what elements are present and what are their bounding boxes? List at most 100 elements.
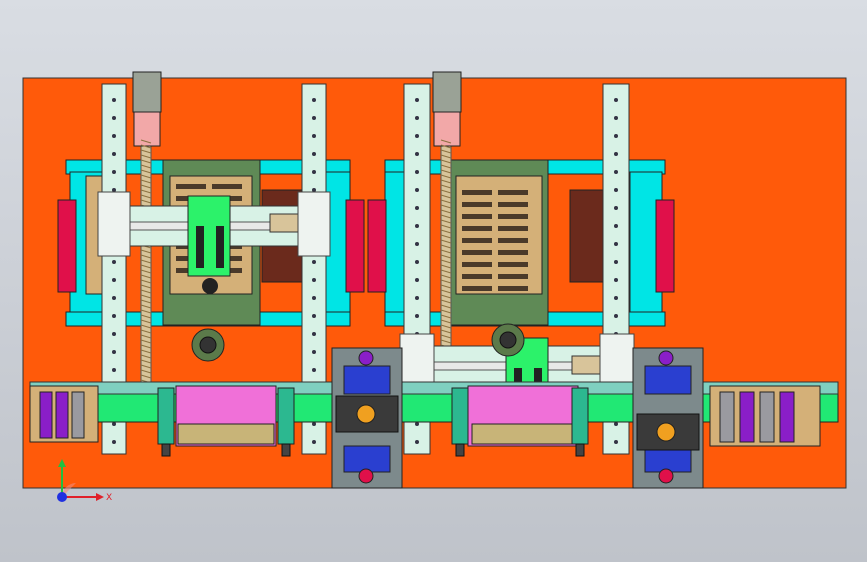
screw-thread xyxy=(440,314,452,319)
tray-slot xyxy=(462,250,492,255)
rail-hole xyxy=(312,440,316,444)
screw-thread xyxy=(140,339,152,344)
screw-thread xyxy=(140,199,152,204)
rail-hole xyxy=(415,260,419,264)
tray-slot xyxy=(498,238,528,243)
rail-hole xyxy=(614,98,618,102)
cylinder-body xyxy=(277,387,295,445)
screw-thread xyxy=(440,154,452,159)
screw-thread xyxy=(140,309,152,314)
tray-slot xyxy=(498,226,528,231)
rail-hole xyxy=(112,440,116,444)
screw-thread xyxy=(440,189,452,194)
rail-hole xyxy=(312,98,316,102)
rail-hole xyxy=(614,260,618,264)
screw-thread xyxy=(140,344,152,349)
cylinder-rod xyxy=(161,443,171,457)
rail-hole xyxy=(614,440,618,444)
rail-hole xyxy=(312,152,316,156)
rail-hole xyxy=(614,242,618,246)
feeder-modules xyxy=(331,347,704,489)
bearings xyxy=(191,323,525,362)
screw-thread xyxy=(440,269,452,274)
rail-hole xyxy=(312,368,316,372)
pneumatic-cylinders xyxy=(157,387,589,457)
rail-hole xyxy=(614,152,618,156)
rail-hole xyxy=(112,368,116,372)
rail-hole xyxy=(312,422,316,426)
screw-thread xyxy=(140,149,152,154)
screw-thread xyxy=(140,349,152,354)
rail-hole xyxy=(415,440,419,444)
screw-thread xyxy=(140,369,152,374)
screw-thread xyxy=(440,239,452,244)
screw-thread xyxy=(140,269,152,274)
rail-hole xyxy=(614,296,618,300)
screw-thread xyxy=(440,299,452,304)
rail-hole xyxy=(312,116,316,120)
screw-thread xyxy=(140,139,152,144)
tray-slot xyxy=(498,262,528,267)
screw-thread xyxy=(140,144,152,149)
rail-hole xyxy=(112,134,116,138)
rail-hole xyxy=(112,170,116,174)
screw-thread xyxy=(140,354,152,359)
rail-hole xyxy=(112,314,116,318)
rail-hole xyxy=(614,278,618,282)
rail-hole xyxy=(312,188,316,192)
rail-hole xyxy=(614,116,618,120)
screw-thread xyxy=(440,169,452,174)
screw-thread xyxy=(440,289,452,294)
screw-thread xyxy=(440,294,452,299)
screw-thread xyxy=(440,144,452,149)
screw-thread xyxy=(440,249,452,254)
screw-thread xyxy=(140,194,152,199)
screw-thread xyxy=(440,274,452,279)
screw-thread xyxy=(440,279,452,284)
tray-slot xyxy=(462,226,492,231)
screw-thread xyxy=(140,289,152,294)
roller-bank-right xyxy=(709,385,821,447)
x-axis-label: X xyxy=(106,493,112,503)
rail-hole xyxy=(312,134,316,138)
rail-hole xyxy=(415,242,419,246)
tray-slot xyxy=(212,184,242,189)
screw-thread xyxy=(140,259,152,264)
tray-slot xyxy=(462,274,492,279)
rail-hole xyxy=(614,206,618,210)
tray-slot xyxy=(462,214,492,219)
screw-thread xyxy=(440,324,452,329)
tray-slot xyxy=(462,262,492,267)
ball-screws xyxy=(132,71,462,391)
screw-thread xyxy=(140,154,152,159)
tray-slot xyxy=(462,286,492,291)
rail-hole xyxy=(614,314,618,318)
screw-thread xyxy=(140,264,152,269)
screw-thread xyxy=(140,174,152,179)
tray-slot xyxy=(462,202,492,207)
screw-thread xyxy=(140,329,152,334)
screw-thread xyxy=(440,334,452,339)
screw-thread xyxy=(440,209,452,214)
screw-thread xyxy=(440,199,452,204)
rail-hole xyxy=(112,296,116,300)
rail-hole xyxy=(415,296,419,300)
cylinder-body xyxy=(451,387,469,445)
screw-thread xyxy=(440,244,452,249)
screw-thread xyxy=(140,324,152,329)
tray-slot xyxy=(498,190,528,195)
screw-thread xyxy=(440,174,452,179)
rail-hole xyxy=(112,152,116,156)
tray-slot xyxy=(498,286,528,291)
screw-thread xyxy=(140,159,152,164)
screw-thread xyxy=(440,254,452,259)
screw-thread xyxy=(440,164,452,169)
screw-thread xyxy=(140,364,152,369)
rail-hole xyxy=(415,278,419,282)
screw-thread xyxy=(440,259,452,264)
screw-thread xyxy=(440,309,452,314)
tray-slot xyxy=(462,190,492,195)
rail-hole xyxy=(415,98,419,102)
screw-thread xyxy=(140,319,152,324)
